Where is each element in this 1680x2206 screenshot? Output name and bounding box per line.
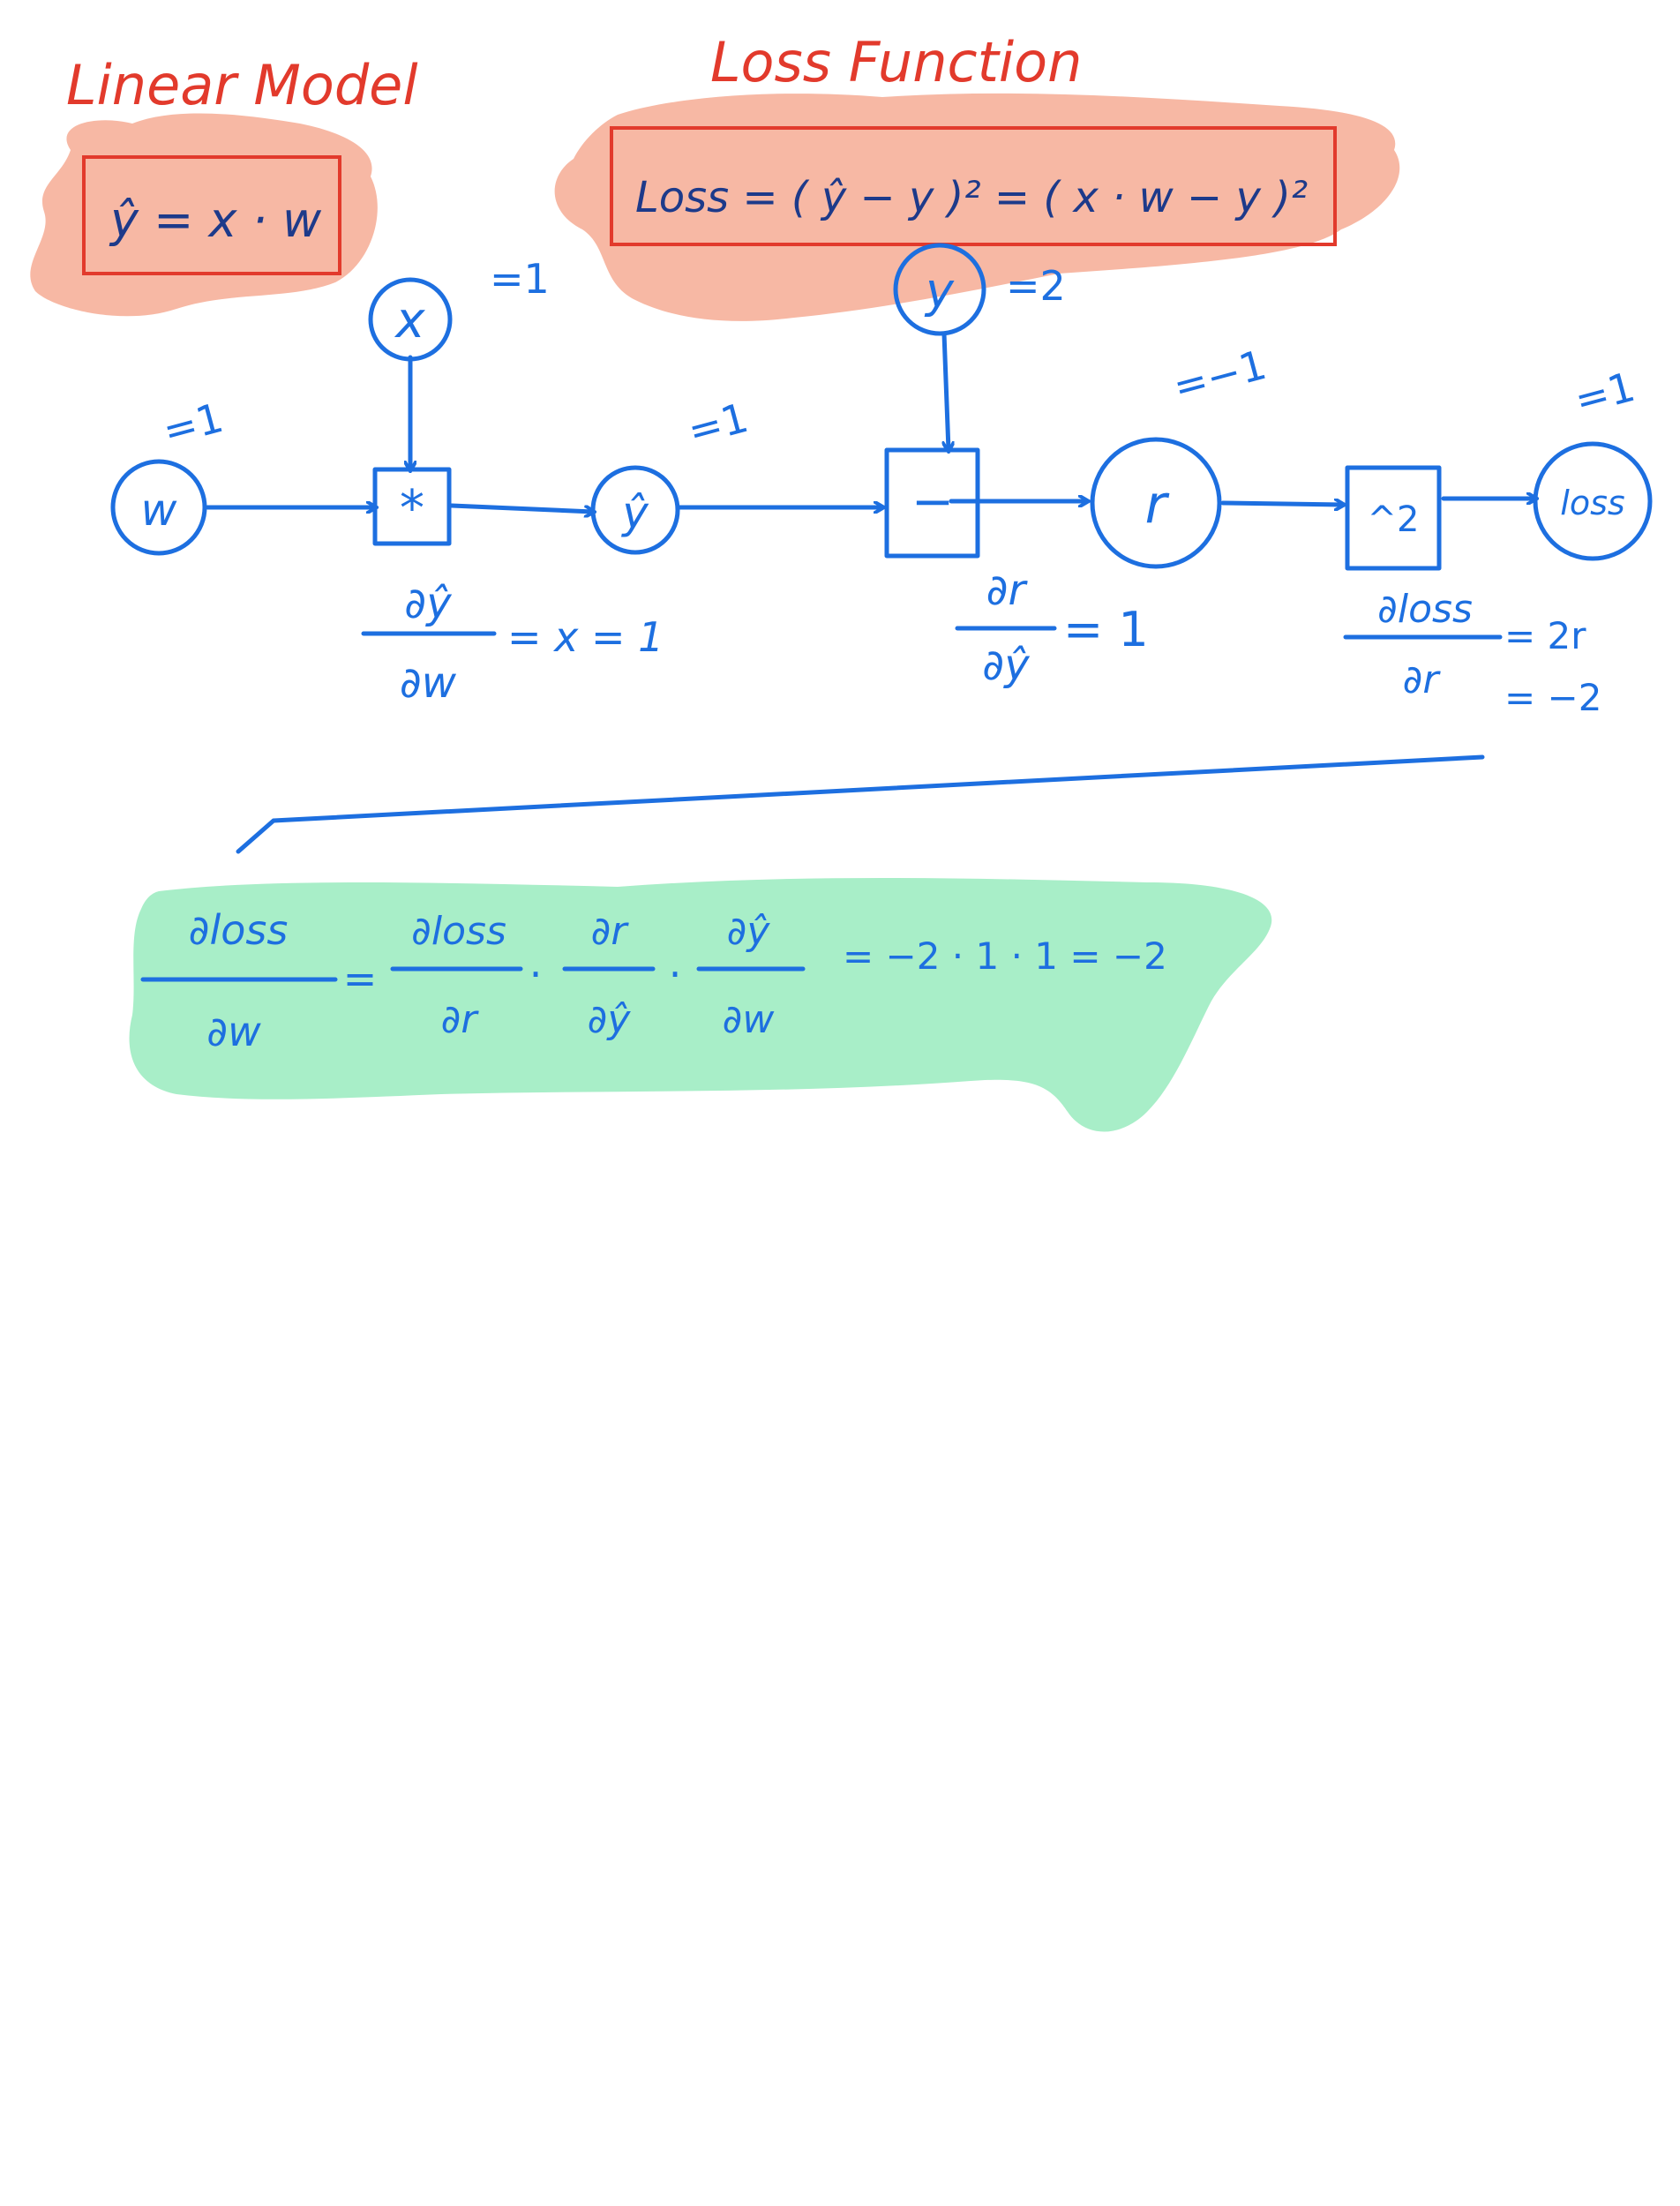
loss-function-title: Loss Function <box>710 30 1082 94</box>
node-w: w =1 <box>110 394 228 556</box>
grad-dyhat-dw: ∂ŷ ∂w = x = 1 <box>361 579 664 708</box>
chain-rule-equation: ∂loss ∂w = ∂loss ∂r · ∂r ∂ŷ · ∂ŷ ∂w = −2… <box>140 906 1167 1055</box>
linear-model-highlight <box>30 113 378 317</box>
graph-edges <box>205 331 1535 854</box>
grad-dyhat-dw-numerator: ∂ŷ <box>404 579 452 628</box>
edge-multiply-to-yhat <box>449 503 593 512</box>
model-formula-box: ŷ = x · w <box>82 155 341 275</box>
loss-formula: Loss = ( ŷ − y )² = ( x · w − y )² <box>635 173 1308 222</box>
chain-lhs-numerator: ∂loss <box>189 906 289 954</box>
chain-result: = −2 · 1 · 1 = −2 <box>843 934 1167 978</box>
node-subtract: − <box>884 447 980 559</box>
node-multiply: * <box>372 467 452 546</box>
grad-dr-dyhat-rhs: = 1 <box>1063 602 1149 657</box>
node-yhat-label: ŷ <box>620 487 649 538</box>
node-loss-label: loss <box>1560 484 1624 522</box>
node-r: r =−1 <box>1090 341 1271 569</box>
grad-dloss-dr-denominator: ∂r <box>1403 657 1442 702</box>
node-x: x =1 <box>368 255 550 362</box>
node-square: ^2 <box>1345 465 1442 571</box>
chain-dot-1: · <box>529 950 543 998</box>
grad-dloss-dr-rhs1: = 2r <box>1504 614 1586 657</box>
loss-formula-box: Loss = ( ŷ − y )² = ( x · w − y )² <box>610 126 1337 246</box>
node-yhat-value: =1 <box>683 394 753 455</box>
chain-f1-denominator: ∂r <box>441 997 480 1042</box>
chain-f1-numerator: ∂loss <box>411 909 506 954</box>
node-r-label: r <box>1145 474 1170 536</box>
grad-dloss-dr-rhs2: = −2 <box>1504 676 1601 719</box>
node-y: y =2 <box>893 243 1066 336</box>
model-formula: ŷ = x · w <box>109 192 322 248</box>
grad-dloss-dr: ∂loss ∂r = 2r = −2 <box>1343 587 1601 719</box>
chain-f3-numerator: ∂ŷ <box>727 909 771 954</box>
chain-rule-highlight <box>129 878 1272 1132</box>
edge-y-to-subtract <box>941 331 949 450</box>
linear-model-title: Linear Model <box>66 53 418 117</box>
node-r-value: =−1 <box>1168 341 1271 411</box>
grad-dloss-dr-numerator: ∂loss <box>1377 587 1473 632</box>
node-square-label: ^2 <box>1368 499 1420 540</box>
node-x-label: x <box>394 292 425 349</box>
node-loss: loss =1 <box>1533 363 1653 561</box>
grad-dr-dyhat-denominator: ∂ŷ <box>982 641 1030 690</box>
chain-f3-denominator: ∂w <box>723 997 776 1042</box>
node-x-value: =1 <box>490 255 550 303</box>
node-y-label: y <box>924 263 955 319</box>
edge-r-to-square <box>1220 503 1343 505</box>
chain-f2-numerator: ∂r <box>591 909 630 954</box>
node-subtract-label: − <box>911 471 955 531</box>
node-yhat: ŷ =1 <box>590 394 753 555</box>
node-y-value: =2 <box>1006 262 1066 310</box>
chain-lhs-denominator: ∂w <box>206 1008 261 1055</box>
backprop-return-arrow <box>236 754 1485 854</box>
grad-dyhat-dw-denominator: ∂w <box>400 658 457 708</box>
node-multiply-label: * <box>400 480 424 537</box>
grad-dr-dyhat-numerator: ∂r <box>986 566 1029 615</box>
chain-equals: = <box>343 955 378 1002</box>
node-loss-value: =1 <box>1570 363 1639 424</box>
chain-dot-2: · <box>669 950 682 998</box>
chain-f2-denominator: ∂ŷ <box>588 997 632 1042</box>
loss-function-highlight <box>554 93 1400 321</box>
grad-dr-dyhat: ∂r ∂ŷ = 1 <box>955 566 1149 690</box>
node-w-value: =1 <box>158 394 228 455</box>
grad-dyhat-dw-rhs: = x = 1 <box>507 613 664 661</box>
node-w-label: w <box>141 484 177 536</box>
